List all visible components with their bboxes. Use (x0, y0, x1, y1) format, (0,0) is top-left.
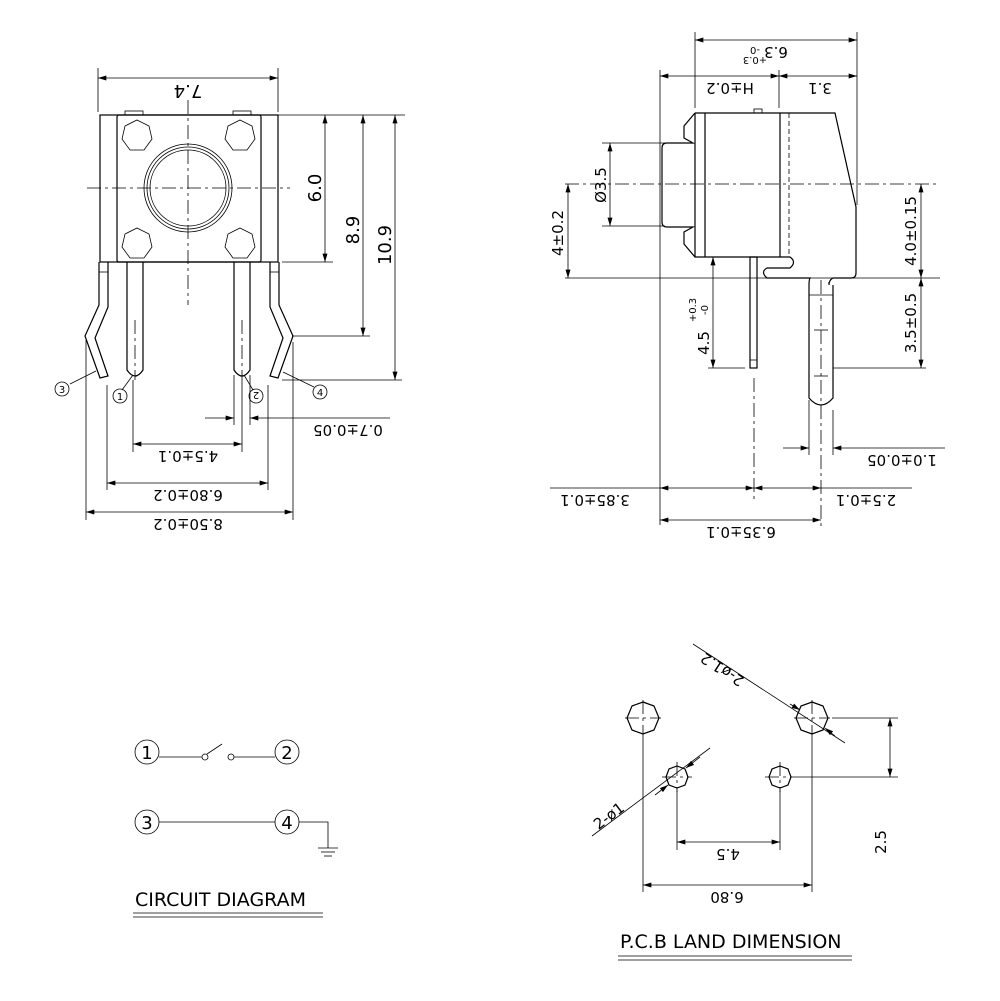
dim-outer-span: 8.50±0.2 (153, 515, 223, 533)
pin-label-3: 3 (59, 385, 65, 396)
dim-large-holes: 2-ø1.2 (697, 649, 747, 690)
node-4: 4 (281, 813, 292, 834)
dim-pin-width: 0.7±0.05 (313, 421, 383, 439)
dim-offset-b: 2.5±0.1 (836, 491, 896, 509)
dim-total-depth-tol-plus: +0.3 (743, 54, 767, 65)
ground-icon (318, 847, 338, 857)
pin-label-1: 1 (117, 392, 123, 403)
dim-pin-span: 6.35±0.1 (706, 523, 776, 541)
dim-pin-length-tol-plus: +0.3 (688, 298, 699, 322)
dim-pin-length: 4.5 (695, 331, 713, 355)
pin-label-4: 4 (317, 388, 323, 399)
pcb-land-dimension: 2-ø1.2 2-ø1 4.5 6.80 2.5 P.C.B LAND DIME… (590, 643, 898, 961)
hex-post-icon (121, 119, 256, 259)
pin-label-2: 2 (253, 389, 259, 400)
dim-width: 7.4 (174, 80, 203, 101)
dim-center-height-right: 4.0±0.15 (902, 196, 920, 266)
dim-height-bend: 8.9 (343, 216, 364, 245)
dim-offset-a: 3.85±0.1 (560, 491, 630, 509)
dim-center-height: 4±0.2 (549, 210, 567, 256)
dim-leg-length: 3.5±0.5 (902, 293, 920, 353)
front-view: 7.4 6.0 8.9 10.9 0.7±0.05 4.5±0.1 6.80±0… (54, 68, 405, 533)
side-view: 6.3 +0.3 -0 H±0.2 3.1 Ø3.5 4±0.2 4.5 +0.… (549, 32, 945, 541)
dim-rear: 3.1 (808, 79, 832, 97)
dim-vertical: 2.5 (872, 830, 890, 854)
dim-pin-pitch: 4.5±0.1 (158, 447, 218, 465)
dim-small-holes: 2-ø1 (590, 799, 628, 834)
dim-total-depth-tol-minus: -0 (750, 44, 760, 55)
circuit-diagram: 1 2 3 4 CIRCUIT DIAGRAM (133, 739, 338, 918)
node-1: 1 (141, 743, 152, 764)
dim-pin-length-tol-minus: -0 (700, 305, 711, 315)
dim-total-depth: 6.3 (764, 43, 788, 61)
dim-h: H±0.2 (706, 79, 754, 97)
dim-pitch-small: 4.5 (716, 845, 740, 863)
dim-diameter: Ø3.5 (592, 167, 610, 203)
circuit-title: CIRCUIT DIAGRAM (135, 889, 306, 911)
dim-inner-span: 6.80±0.2 (153, 486, 223, 504)
dim-leg-width: 1.0±0.05 (867, 451, 937, 469)
node-2: 2 (281, 743, 292, 764)
dim-height-total: 10.9 (375, 225, 396, 265)
node-3: 3 (141, 813, 152, 834)
dim-pitch-large: 6.80 (710, 888, 743, 906)
pcb-title: P.C.B LAND DIMENSION (620, 931, 842, 953)
dim-height-body: 6.0 (305, 174, 326, 203)
